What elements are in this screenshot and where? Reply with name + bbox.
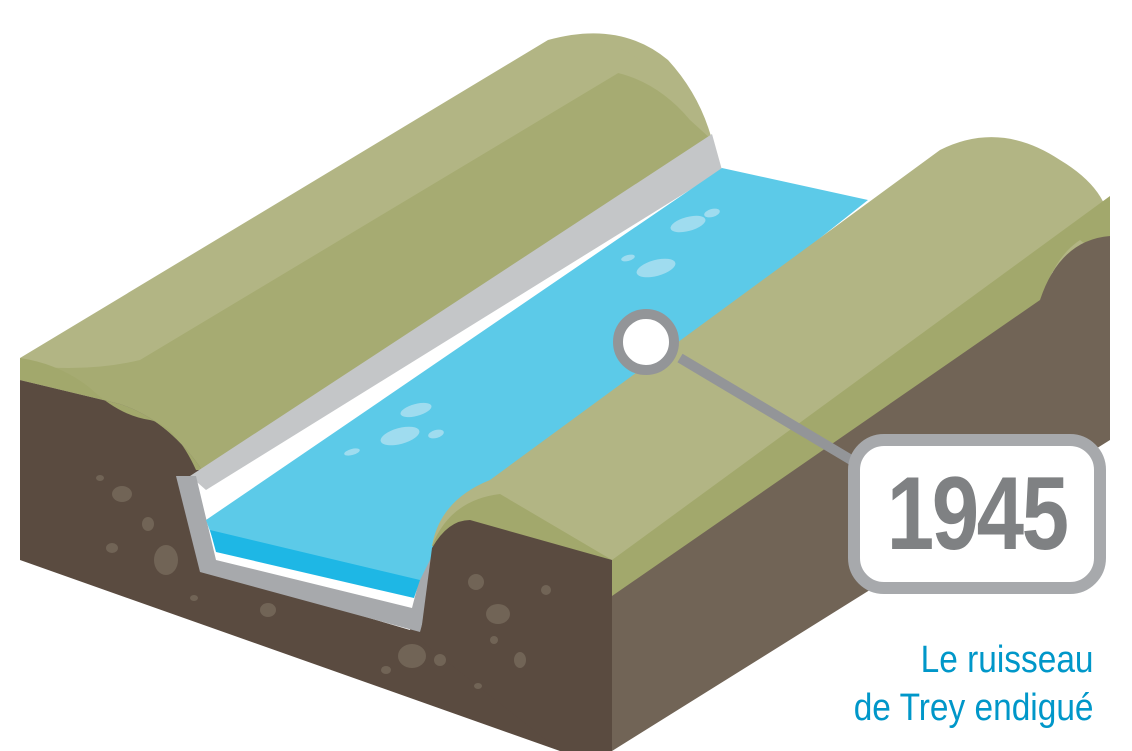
caption-line-2: de Trey endigué [854, 684, 1094, 732]
year-badge: 1945 [848, 434, 1106, 594]
marker-pin [618, 314, 674, 370]
year-label: 1945 [887, 462, 1067, 566]
caption-line-1: Le ruisseau [854, 636, 1094, 684]
caption: Le ruisseau de Trey endigué [854, 636, 1094, 732]
